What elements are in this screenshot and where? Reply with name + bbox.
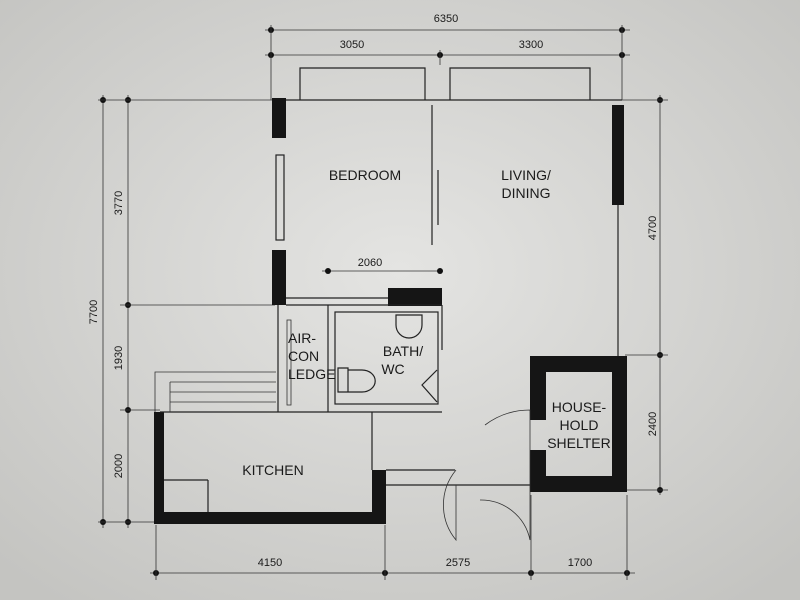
dim-bottom-left: 4150 <box>258 557 282 569</box>
dim-bottom-right: 1700 <box>568 557 592 569</box>
top-dimensions: 6350 3050 3300 <box>265 13 630 100</box>
label-kitchen: KITCHEN <box>242 462 303 478</box>
walls: 2060 <box>154 98 627 524</box>
label-shelter-1: HOUSE- <box>552 399 607 415</box>
entrance-door-icon <box>484 409 531 485</box>
dim-bedroom-inner: 2060 <box>358 257 382 269</box>
left-dimensions: 7700 3770 1930 2000 <box>88 95 275 528</box>
dim-top-total: 6350 <box>434 13 458 25</box>
label-shelter-3: SHELTER <box>547 435 611 451</box>
sink-icon <box>395 314 423 339</box>
label-bath-1: BATH/ <box>383 343 423 359</box>
label-shelter-2: HOLD <box>560 417 599 433</box>
dim-left-upper: 3770 <box>113 191 125 215</box>
dim-top-right: 3300 <box>519 39 543 51</box>
dim-bottom-middle: 2575 <box>446 557 470 569</box>
dim-top-left: 3050 <box>340 39 364 51</box>
label-aircon-2: CON <box>288 348 319 364</box>
bath-door-icon <box>421 369 438 403</box>
room-labels: BEDROOM LIVING/ DINING AIR- CON LEDGE BA… <box>242 167 611 478</box>
dim-left-total: 7700 <box>88 300 100 324</box>
label-bedroom: BEDROOM <box>329 167 401 183</box>
dim-right-lower: 2400 <box>647 412 659 436</box>
label-living-1: LIVING/ <box>501 167 551 183</box>
label-aircon-1: AIR- <box>288 330 316 346</box>
bottom-dimensions: 4150 2575 1700 <box>150 495 635 580</box>
toilet-icon <box>337 367 376 393</box>
right-dimensions: 4700 2400 <box>620 95 668 495</box>
doors <box>443 409 531 542</box>
dim-right-upper: 4700 <box>647 216 659 240</box>
dim-left-lower: 2000 <box>113 454 125 478</box>
label-aircon-3: LEDGE <box>288 366 335 382</box>
bathroom-fixtures <box>337 314 438 403</box>
dim-left-middle: 1930 <box>113 346 125 370</box>
label-bath-2: WC <box>381 361 404 377</box>
label-living-2: DINING <box>502 185 551 201</box>
